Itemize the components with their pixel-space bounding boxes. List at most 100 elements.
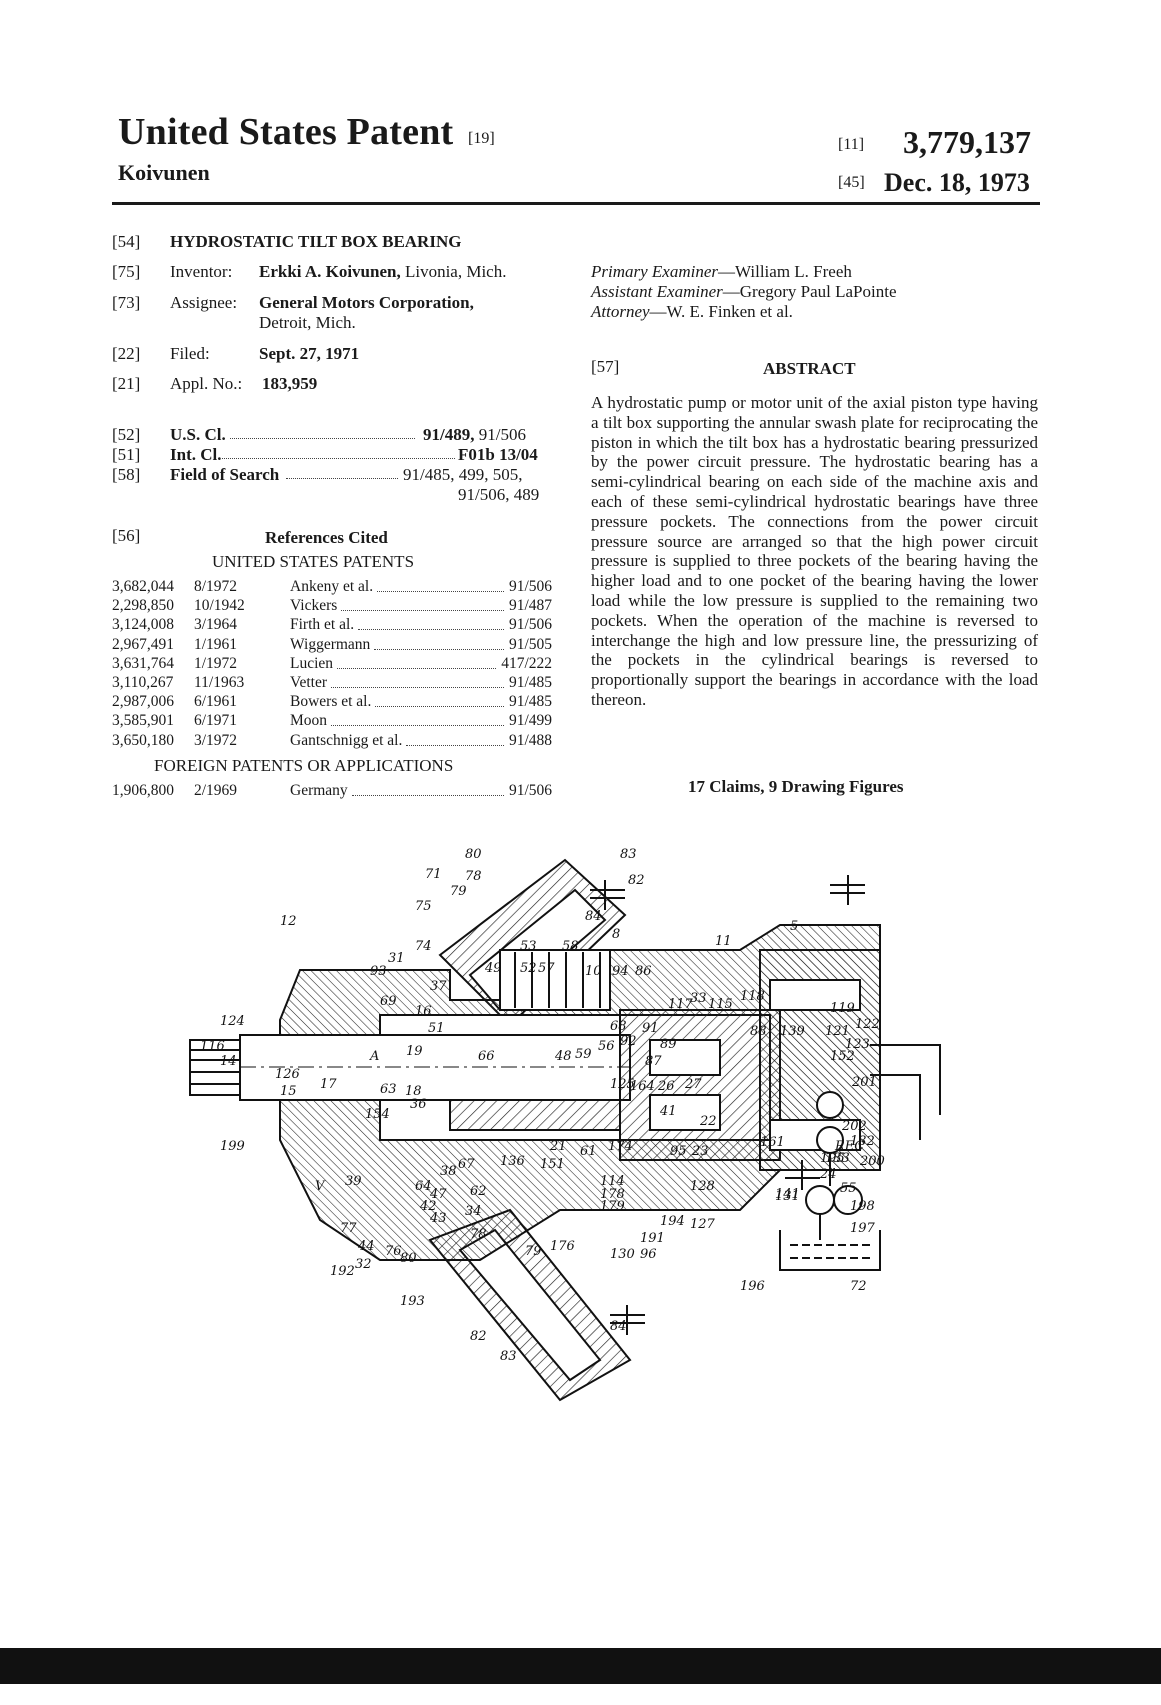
drawing-label: 151 [540, 1157, 565, 1172]
field-73-code: [73] [112, 293, 140, 313]
us-patent-leader [375, 706, 504, 707]
drawing-label: 26 [657, 1079, 675, 1094]
drawing-label: 91 [642, 1021, 659, 1036]
drawing-label: 86 [635, 964, 652, 979]
drawing-label: 197 [850, 1221, 876, 1236]
drawing-label: 31 [388, 951, 405, 966]
drawing-label: 89 [660, 1037, 677, 1052]
drawing-label: 16 [415, 1004, 432, 1019]
drawing-label: 72 [850, 1279, 867, 1294]
drawing-label: 161 [760, 1135, 785, 1150]
us-cl-leader [230, 438, 415, 439]
assignee-name: General Motors Corporation, [259, 293, 474, 313]
drawing-label: 78 [470, 1227, 487, 1242]
drawing-label: 79 [450, 884, 467, 899]
claims-figures: 17 Claims, 9 Drawing Figures [688, 777, 904, 797]
us-patent-row: 3,650,1803/1972Gantschnigg et al.91/488 [112, 732, 552, 752]
us-patent-number: 3,110,267 [112, 674, 173, 692]
drawing-label: 17 [320, 1077, 337, 1092]
drawing-label: 96 [640, 1247, 657, 1262]
us-patent-date: 11/1963 [194, 674, 244, 692]
drawing-label: 193 [400, 1294, 425, 1309]
us-patent-date: 1/1961 [194, 636, 237, 654]
us-patent-row: 2,298,85010/1942Vickers91/487 [112, 597, 552, 617]
drawing-label: 53 [520, 939, 537, 954]
drawing-label: 80 [465, 847, 482, 862]
primary-examiner-name: —William L. Freeh [718, 262, 852, 281]
field-52-code: [52] [112, 425, 140, 445]
us-patent-row: 2,967,4911/1961Wiggermann91/505 [112, 636, 552, 656]
us-patent-name: Ankeny et al. [290, 578, 373, 596]
search-leader [286, 478, 398, 479]
drawing-label: 19 [406, 1044, 423, 1059]
drawing-label: 59 [575, 1047, 592, 1062]
appl-no-label: Appl. No.: [170, 374, 242, 394]
us-patent-leader [406, 745, 504, 746]
drawing-label: 11 [715, 934, 732, 949]
drawing-label: 115 [708, 997, 733, 1012]
drawing-label: 128 [690, 1179, 715, 1194]
drawing-label: 61 [580, 1144, 597, 1159]
us-patent-leader [377, 591, 504, 592]
foreign-patent-class: 91/506 [509, 782, 552, 800]
drawing-label: 80 [400, 1251, 417, 1266]
attorney: Attorney—W. E. Finken et al. [591, 302, 793, 322]
drawing-label: 92 [620, 1034, 637, 1049]
drawing-label: 78 [465, 869, 482, 884]
drawing-label: 36 [410, 1097, 427, 1112]
abstract-title: ABSTRACT [763, 359, 856, 379]
drawing-label: 69 [380, 994, 397, 1009]
drawing-label: 63 [380, 1082, 397, 1097]
drawing-label: 79 [525, 1244, 542, 1259]
drawing-label: A [369, 1049, 379, 1064]
drawing-label: 56 [598, 1039, 615, 1054]
assignee-label: Assignee: [170, 293, 237, 313]
drawing-label: 66 [478, 1049, 495, 1064]
us-patent-number: 3,631,764 [112, 655, 174, 673]
us-patent-leader [331, 687, 504, 688]
drawing-label: 74 [415, 939, 432, 954]
drawing-label: 119 [830, 1001, 855, 1016]
us-cl-main: 91/489, [423, 425, 474, 444]
drawing-label: 21 [549, 1139, 567, 1154]
drawing-label: 136 [500, 1154, 525, 1169]
us-patent-number: 2,987,006 [112, 693, 174, 711]
drawing-label: 122 [855, 1017, 880, 1032]
primary-examiner: Primary Examiner—William L. Freeh [591, 262, 852, 282]
us-patent-date: 6/1971 [194, 712, 237, 730]
date-code: [45] [838, 174, 865, 192]
foreign-patent-leader [352, 795, 504, 796]
drawing-label: 39 [345, 1174, 362, 1189]
references-cited-title: References Cited [265, 528, 388, 548]
field-of-search-1: 91/485, 499, 505, [403, 465, 522, 485]
drawing-label: 199 [220, 1139, 245, 1154]
us-patent-leader [374, 649, 504, 650]
patent-number: 3,779,137 [903, 124, 1031, 161]
assignee-place: Detroit, Mich. [259, 313, 356, 333]
drawing-label: 87 [645, 1054, 662, 1069]
us-patent-row: 3,682,0448/1972Ankeny et al.91/506 [112, 578, 552, 598]
drawing-label: 8 [612, 927, 620, 942]
us-patent-class: 91/487 [509, 597, 552, 615]
inventor-name: Erkki A. Koivunen, [259, 262, 401, 281]
drawing-label: 194 [660, 1214, 685, 1229]
filed-date: Sept. 27, 1971 [259, 344, 359, 364]
us-patent-number: 3,682,044 [112, 578, 174, 596]
drawing-label: 130 [610, 1247, 635, 1262]
us-patent-class: 417/222 [501, 655, 552, 673]
us-patent-row: 3,110,26711/1963Vetter91/485 [112, 674, 552, 694]
drawing-label: 27 [684, 1077, 702, 1092]
us-cl-rest: 91/506 [479, 425, 526, 444]
drawing-label: 43 [429, 1211, 447, 1226]
drawing-label: 164 [630, 1079, 655, 1094]
attorney-name: —W. E. Finken et al. [650, 302, 793, 321]
drawing-label: 49 [484, 961, 502, 976]
drawing-label: 94 [612, 964, 629, 979]
us-patent-class: 91/485 [509, 693, 552, 711]
us-patent-date: 6/1961 [194, 693, 237, 711]
drawing-label: 196 [740, 1279, 765, 1294]
assistant-examiner-label: Assistant Examiner [591, 282, 723, 301]
drawing-label: 12 [280, 914, 297, 929]
drawing-label: 174 [608, 1139, 633, 1154]
us-patent-number: 2,967,491 [112, 636, 174, 654]
